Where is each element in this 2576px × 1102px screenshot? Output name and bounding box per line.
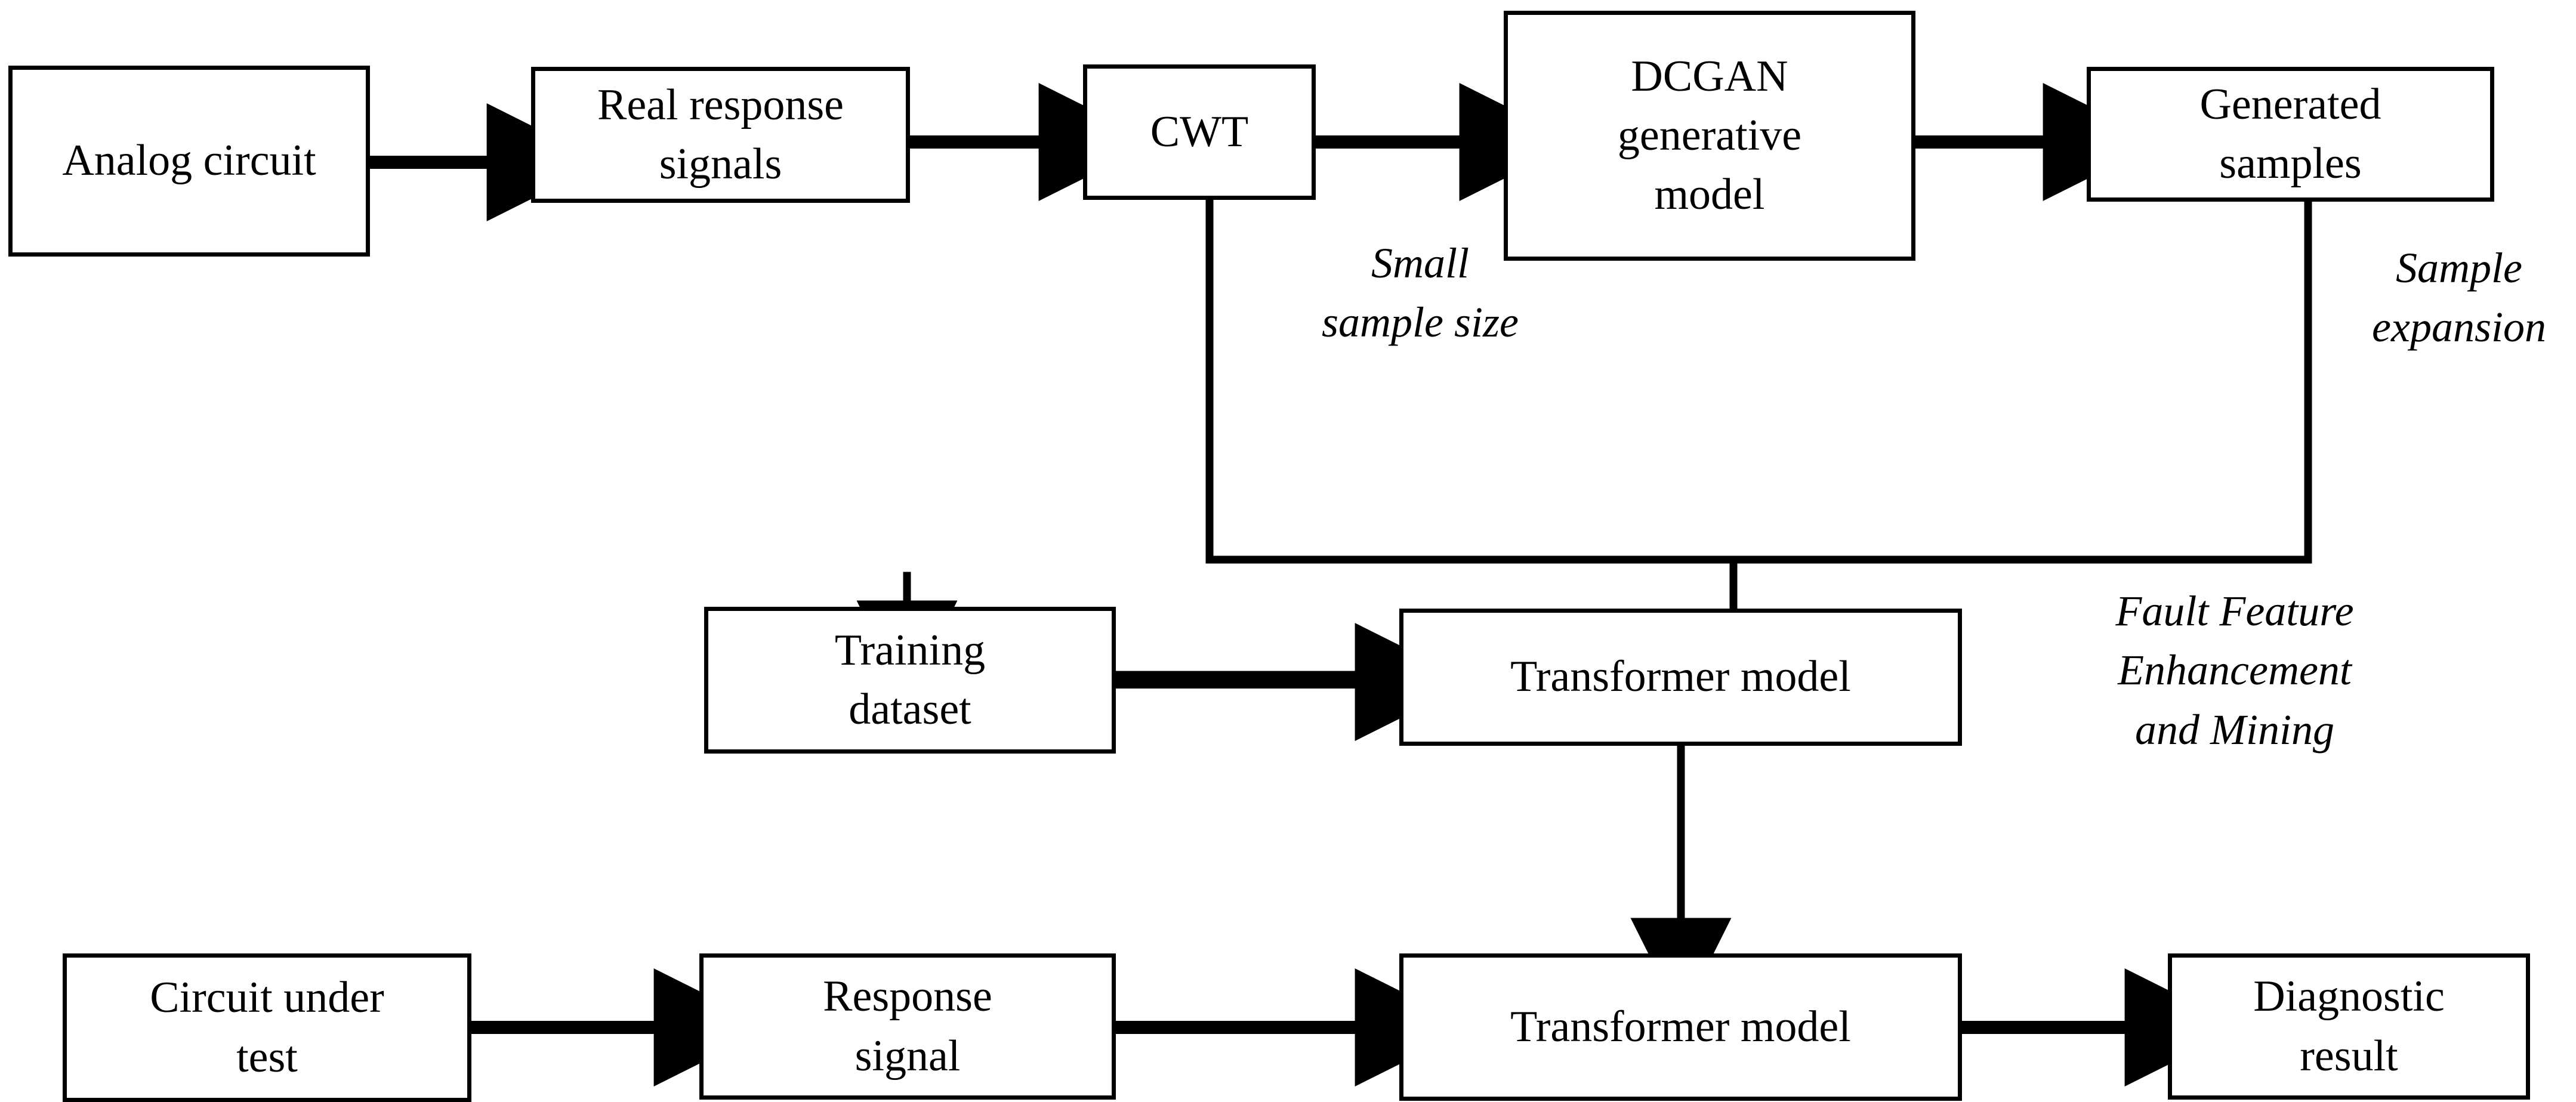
node-transformer-model-test-label: Transformer model: [1510, 1002, 1851, 1051]
annotation-fault-feature-enhancement-and-mining: Fault Feature Enhancement and Mining: [2115, 587, 2354, 754]
node-diagnostic-result[interactable]: Diagnostic result: [2168, 953, 2530, 1100]
node-transformer-model-train[interactable]: Transformer model: [1399, 609, 1962, 746]
node-training-dataset[interactable]: Training dataset: [704, 607, 1116, 754]
node-analog-circuit-label: Analog circuit: [62, 136, 316, 186]
annotation-small-sample-size: Small sample size: [1322, 239, 1519, 347]
node-real-response-signals-label: Real response signals: [597, 80, 844, 189]
node-response-signal-label: Response signal: [823, 972, 992, 1081]
node-generated-samples[interactable]: Generated samples: [2087, 67, 2494, 202]
node-cwt[interactable]: CWT: [1083, 64, 1316, 200]
node-analog-circuit[interactable]: Analog circuit: [8, 66, 370, 257]
node-dcgan-generative-model[interactable]: DCGAN generative model: [1504, 11, 1915, 261]
node-diagnostic-result-label: Diagnostic result: [2253, 972, 2445, 1081]
node-dcgan-generative-model-label: DCGAN generative model: [1617, 51, 1802, 220]
node-cwt-label: CWT: [1150, 107, 1249, 156]
node-transformer-model-train-label: Transformer model: [1510, 652, 1851, 702]
node-real-response-signals[interactable]: Real response signals: [531, 67, 910, 203]
node-circuit-under-test[interactable]: Circuit under test: [63, 953, 471, 1102]
annotation-sample-expansion: Sample expansion: [2372, 244, 2546, 351]
node-transformer-model-test[interactable]: Transformer model: [1399, 953, 1962, 1101]
node-response-signal[interactable]: Response signal: [699, 953, 1116, 1100]
node-training-dataset-label: Training dataset: [834, 625, 986, 734]
node-generated-samples-label: Generated samples: [2199, 79, 2381, 188]
node-circuit-under-test-label: Circuit under test: [150, 973, 384, 1082]
